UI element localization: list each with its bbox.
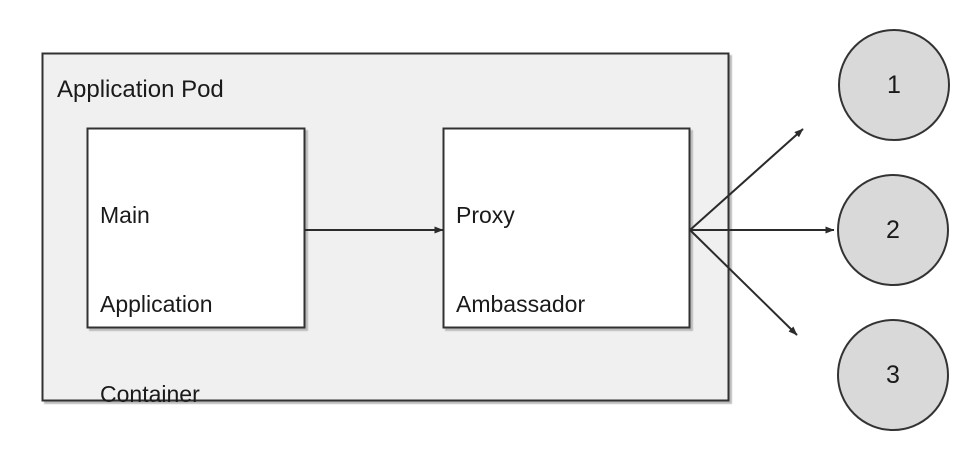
proxy-ambassador-box[interactable] (442, 127, 691, 329)
proxy-label-line-1: Proxy (456, 201, 515, 228)
external-service-circle-2[interactable] (837, 174, 949, 286)
external-service-label-1: 1 (887, 71, 901, 99)
diagram-shape-layer (41, 29, 950, 431)
external-service-circle-3[interactable] (837, 319, 949, 431)
application-pod-title: Application Pod (57, 76, 224, 103)
main-application-container-box[interactable] (86, 127, 306, 329)
proxy-ambassador-label: Proxy Ambassador (456, 141, 585, 380)
main-app-label-line-1: Main (100, 201, 150, 228)
connector-proxy-to-service-1 (689, 128, 804, 231)
connector-proxy-to-service-3 (689, 229, 798, 336)
main-application-container-label: Main Application Container (100, 141, 213, 470)
main-app-label-line-3: Container (100, 381, 200, 408)
external-service-label-2: 2 (886, 216, 900, 244)
diagram-canvas: Application Pod Main Application Contain… (41, 29, 950, 431)
main-app-label-line-2: Application (100, 291, 213, 318)
external-service-circle-1[interactable] (838, 29, 950, 141)
proxy-label-line-2: Ambassador (456, 291, 586, 318)
external-service-label-3: 3 (886, 361, 900, 389)
